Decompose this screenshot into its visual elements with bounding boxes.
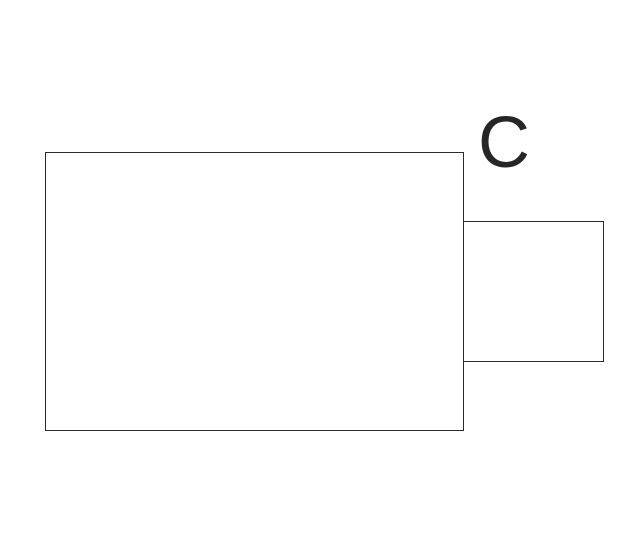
label-c: C [478, 103, 530, 183]
large-rectangle [45, 152, 464, 431]
small-rectangle [463, 221, 604, 362]
